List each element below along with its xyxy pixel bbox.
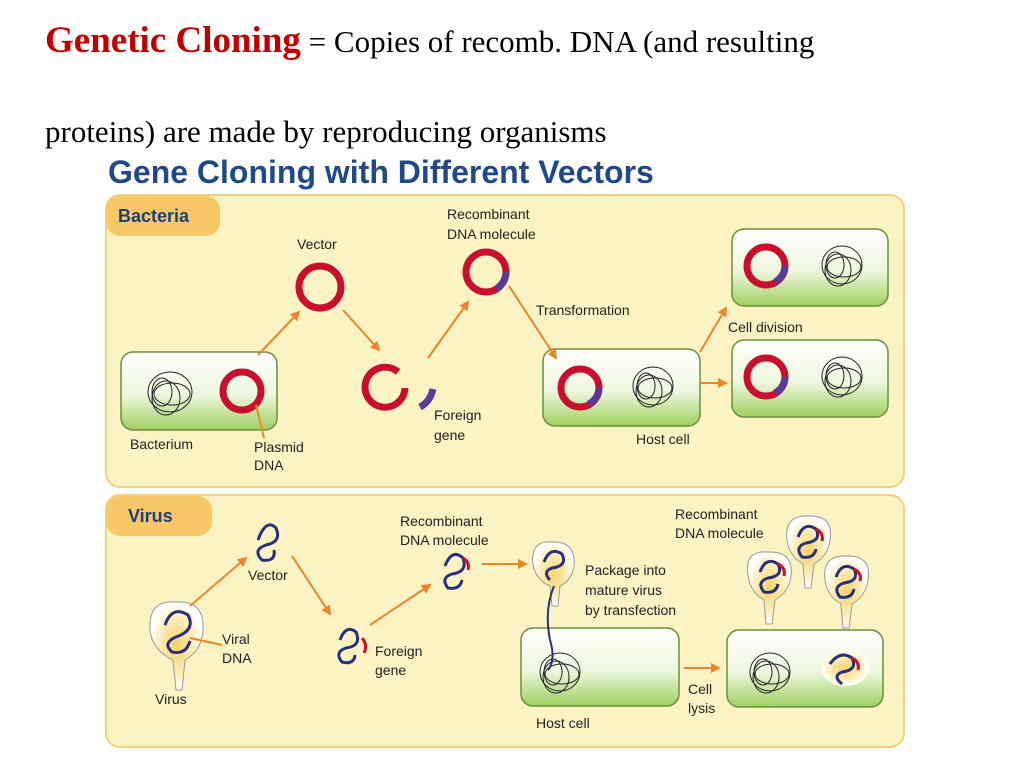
recombinant-plasmid-icon — [743, 354, 789, 400]
recombinant-label-1: Recombinant — [447, 206, 530, 222]
package-label-1: Package into — [585, 562, 666, 578]
package-label-2: mature virus — [585, 582, 662, 598]
released-virus-icon — [821, 650, 869, 686]
plasmid-label-2: DNA — [254, 457, 284, 473]
virus-tag-label: Virus — [128, 506, 173, 526]
transformation-label: Transformation — [536, 302, 630, 318]
recombinant-label-2: DNA molecule — [447, 226, 536, 242]
bacterium-cell — [120, 351, 278, 431]
recombinant-plasmid-icon — [743, 243, 789, 289]
host-cell — [542, 348, 701, 427]
arrow-icon — [699, 306, 728, 353]
bacteria-flow-arrows — [257, 285, 728, 388]
viral-dna-label-1: Viral — [222, 631, 250, 647]
cell-lysis-label-1: Cell — [688, 681, 712, 697]
virus-recombinant-b-label-2: DNA molecule — [675, 525, 764, 541]
cell-lysis-label-2: lysis — [688, 700, 715, 716]
slide-heading: Genetic Cloning = Copies of recomb. DNA … — [45, 22, 1005, 59]
chromosome-icon — [821, 356, 863, 398]
vector-label: Vector — [297, 236, 337, 252]
plasmid-icon — [219, 368, 265, 414]
lysed-cell — [726, 629, 884, 708]
bacteria-tag-label: Bacteria — [118, 206, 190, 226]
virus-recombinant-label-1: Recombinant — [400, 513, 483, 529]
virus-host-cell — [520, 627, 680, 707]
arrow-icon — [342, 309, 381, 352]
daughter-cell-top — [731, 228, 889, 307]
virus-panel — [105, 494, 905, 748]
viral-dna-pointer — [189, 637, 223, 646]
chromosome-icon — [632, 366, 674, 408]
new-virus-icon — [746, 551, 792, 625]
chromosome-icon — [821, 245, 863, 287]
new-virus-icon — [824, 555, 870, 629]
cut-plasmid-icon — [361, 363, 409, 411]
cell-division-label: Cell division — [728, 319, 803, 335]
virus-vector-label: Vector — [248, 567, 288, 583]
virus-host-cell-label: Host cell — [536, 715, 590, 731]
foreign-gene-icon — [418, 388, 437, 411]
bacterium-label: Bacterium — [130, 436, 193, 452]
foreign-label-2: gene — [434, 427, 465, 443]
heading-rest: = Copies of recomb. DNA (and resulting — [300, 24, 815, 59]
chromosome-icon — [749, 652, 791, 694]
virus-flow-arrows — [189, 555, 721, 673]
arrow-icon — [369, 583, 432, 626]
injecting-virus-icon — [532, 541, 575, 671]
virus-particle-icon — [149, 601, 204, 691]
recombinant-plasmid-icon — [462, 248, 510, 296]
virus-recombinant-b-label-1: Recombinant — [675, 506, 758, 522]
arrow-icon — [508, 285, 558, 360]
virus-label: Virus — [155, 691, 187, 707]
virus-foreign-label-1: Foreign — [375, 643, 422, 659]
plasmid-pointer — [255, 404, 265, 439]
bacteria-tag — [106, 196, 220, 236]
heading-accent: Genetic Cloning — [45, 20, 301, 61]
daughter-cell-bottom — [731, 339, 889, 418]
viral-dna-label-2: DNA — [222, 650, 252, 666]
virus-foreign-label-2: gene — [375, 662, 406, 678]
viral-recombinant-icon — [443, 552, 470, 590]
chromosome-icon — [147, 371, 193, 416]
arrow-icon — [257, 310, 301, 356]
arrow-icon — [427, 300, 470, 359]
host-cell-label: Host cell — [636, 431, 690, 447]
vector-plasmid-icon — [295, 262, 345, 312]
cut-viral-dna-icon — [337, 627, 360, 665]
plasmid-label-1: Plasmid — [254, 439, 304, 455]
virus-tag — [106, 496, 212, 536]
arrow-icon — [189, 556, 248, 607]
viral-vector-icon — [256, 523, 280, 562]
arrow-icon — [291, 555, 332, 616]
new-virus-icon — [786, 515, 832, 589]
figure-title: Gene Cloning with Different Vectors — [108, 154, 654, 190]
recombinant-plasmid-icon — [557, 365, 603, 411]
virus-recombinant-label-2: DNA molecule — [400, 532, 489, 548]
foreign-label-1: Foreign — [434, 407, 481, 423]
heading-line-2: proteins) are made by reproducing organi… — [45, 114, 607, 149]
package-label-3: by transfection — [585, 602, 676, 618]
foreign-gene-icon — [360, 637, 368, 654]
